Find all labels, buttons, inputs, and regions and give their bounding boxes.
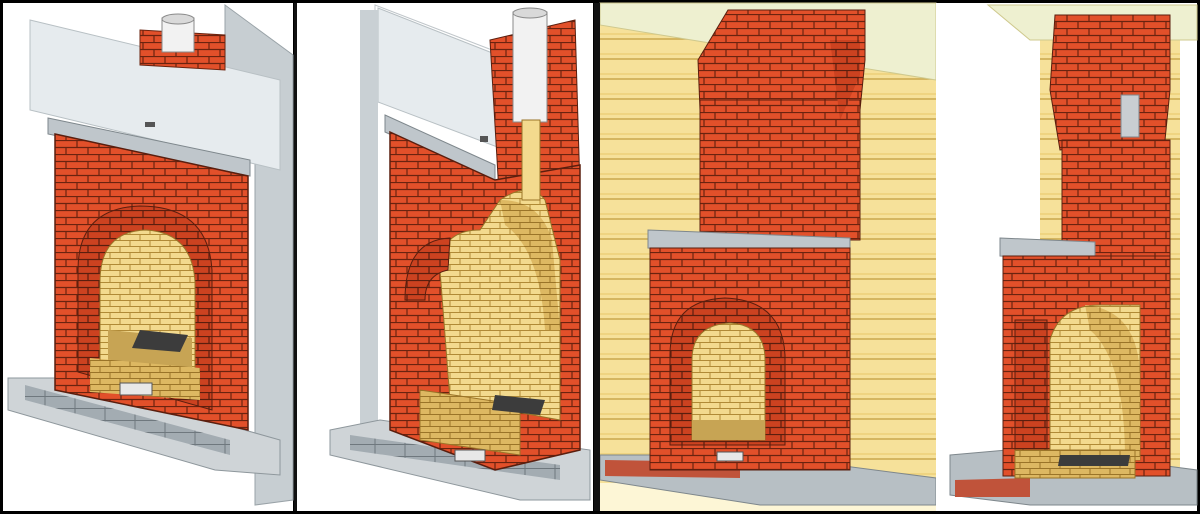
wall-edge (360, 10, 378, 440)
firebox (691, 322, 766, 441)
smoke-chamber (1085, 305, 1140, 460)
panel-log-wall-fireplace-cutaway (940, 3, 1198, 511)
damper-handle (145, 122, 155, 127)
mantel-shelf (47, 117, 251, 177)
grate (1058, 455, 1130, 466)
divider-ab (294, 3, 297, 511)
flue-opening (1120, 94, 1140, 138)
chimney-cap (1049, 14, 1171, 151)
panel-log-wall-fireplace-front (599, 2, 937, 511)
chimney-breast (1061, 139, 1171, 261)
ash-door (716, 451, 744, 462)
ash-box (90, 358, 200, 400)
flue-liner (521, 119, 541, 201)
firebox-floor (692, 420, 765, 440)
chimney-breast (699, 99, 861, 241)
panel-corner-fireplace-cutaway (297, 3, 593, 511)
ash-door (454, 449, 486, 462)
grate (492, 395, 545, 415)
chimney-shadow (830, 40, 860, 120)
flue-pipe (512, 11, 548, 123)
side-jamb (1014, 319, 1048, 451)
divider-cd (936, 3, 940, 511)
hearth-tiles (25, 385, 230, 455)
grate (132, 330, 188, 352)
divider-bc (594, 3, 600, 511)
arch-section (404, 237, 451, 301)
smoke-chamber (500, 200, 560, 330)
ash-door (119, 382, 153, 396)
damper-handle (480, 136, 488, 142)
panel-corner-fireplace-front (3, 3, 294, 511)
hearth-strip (955, 478, 1030, 497)
